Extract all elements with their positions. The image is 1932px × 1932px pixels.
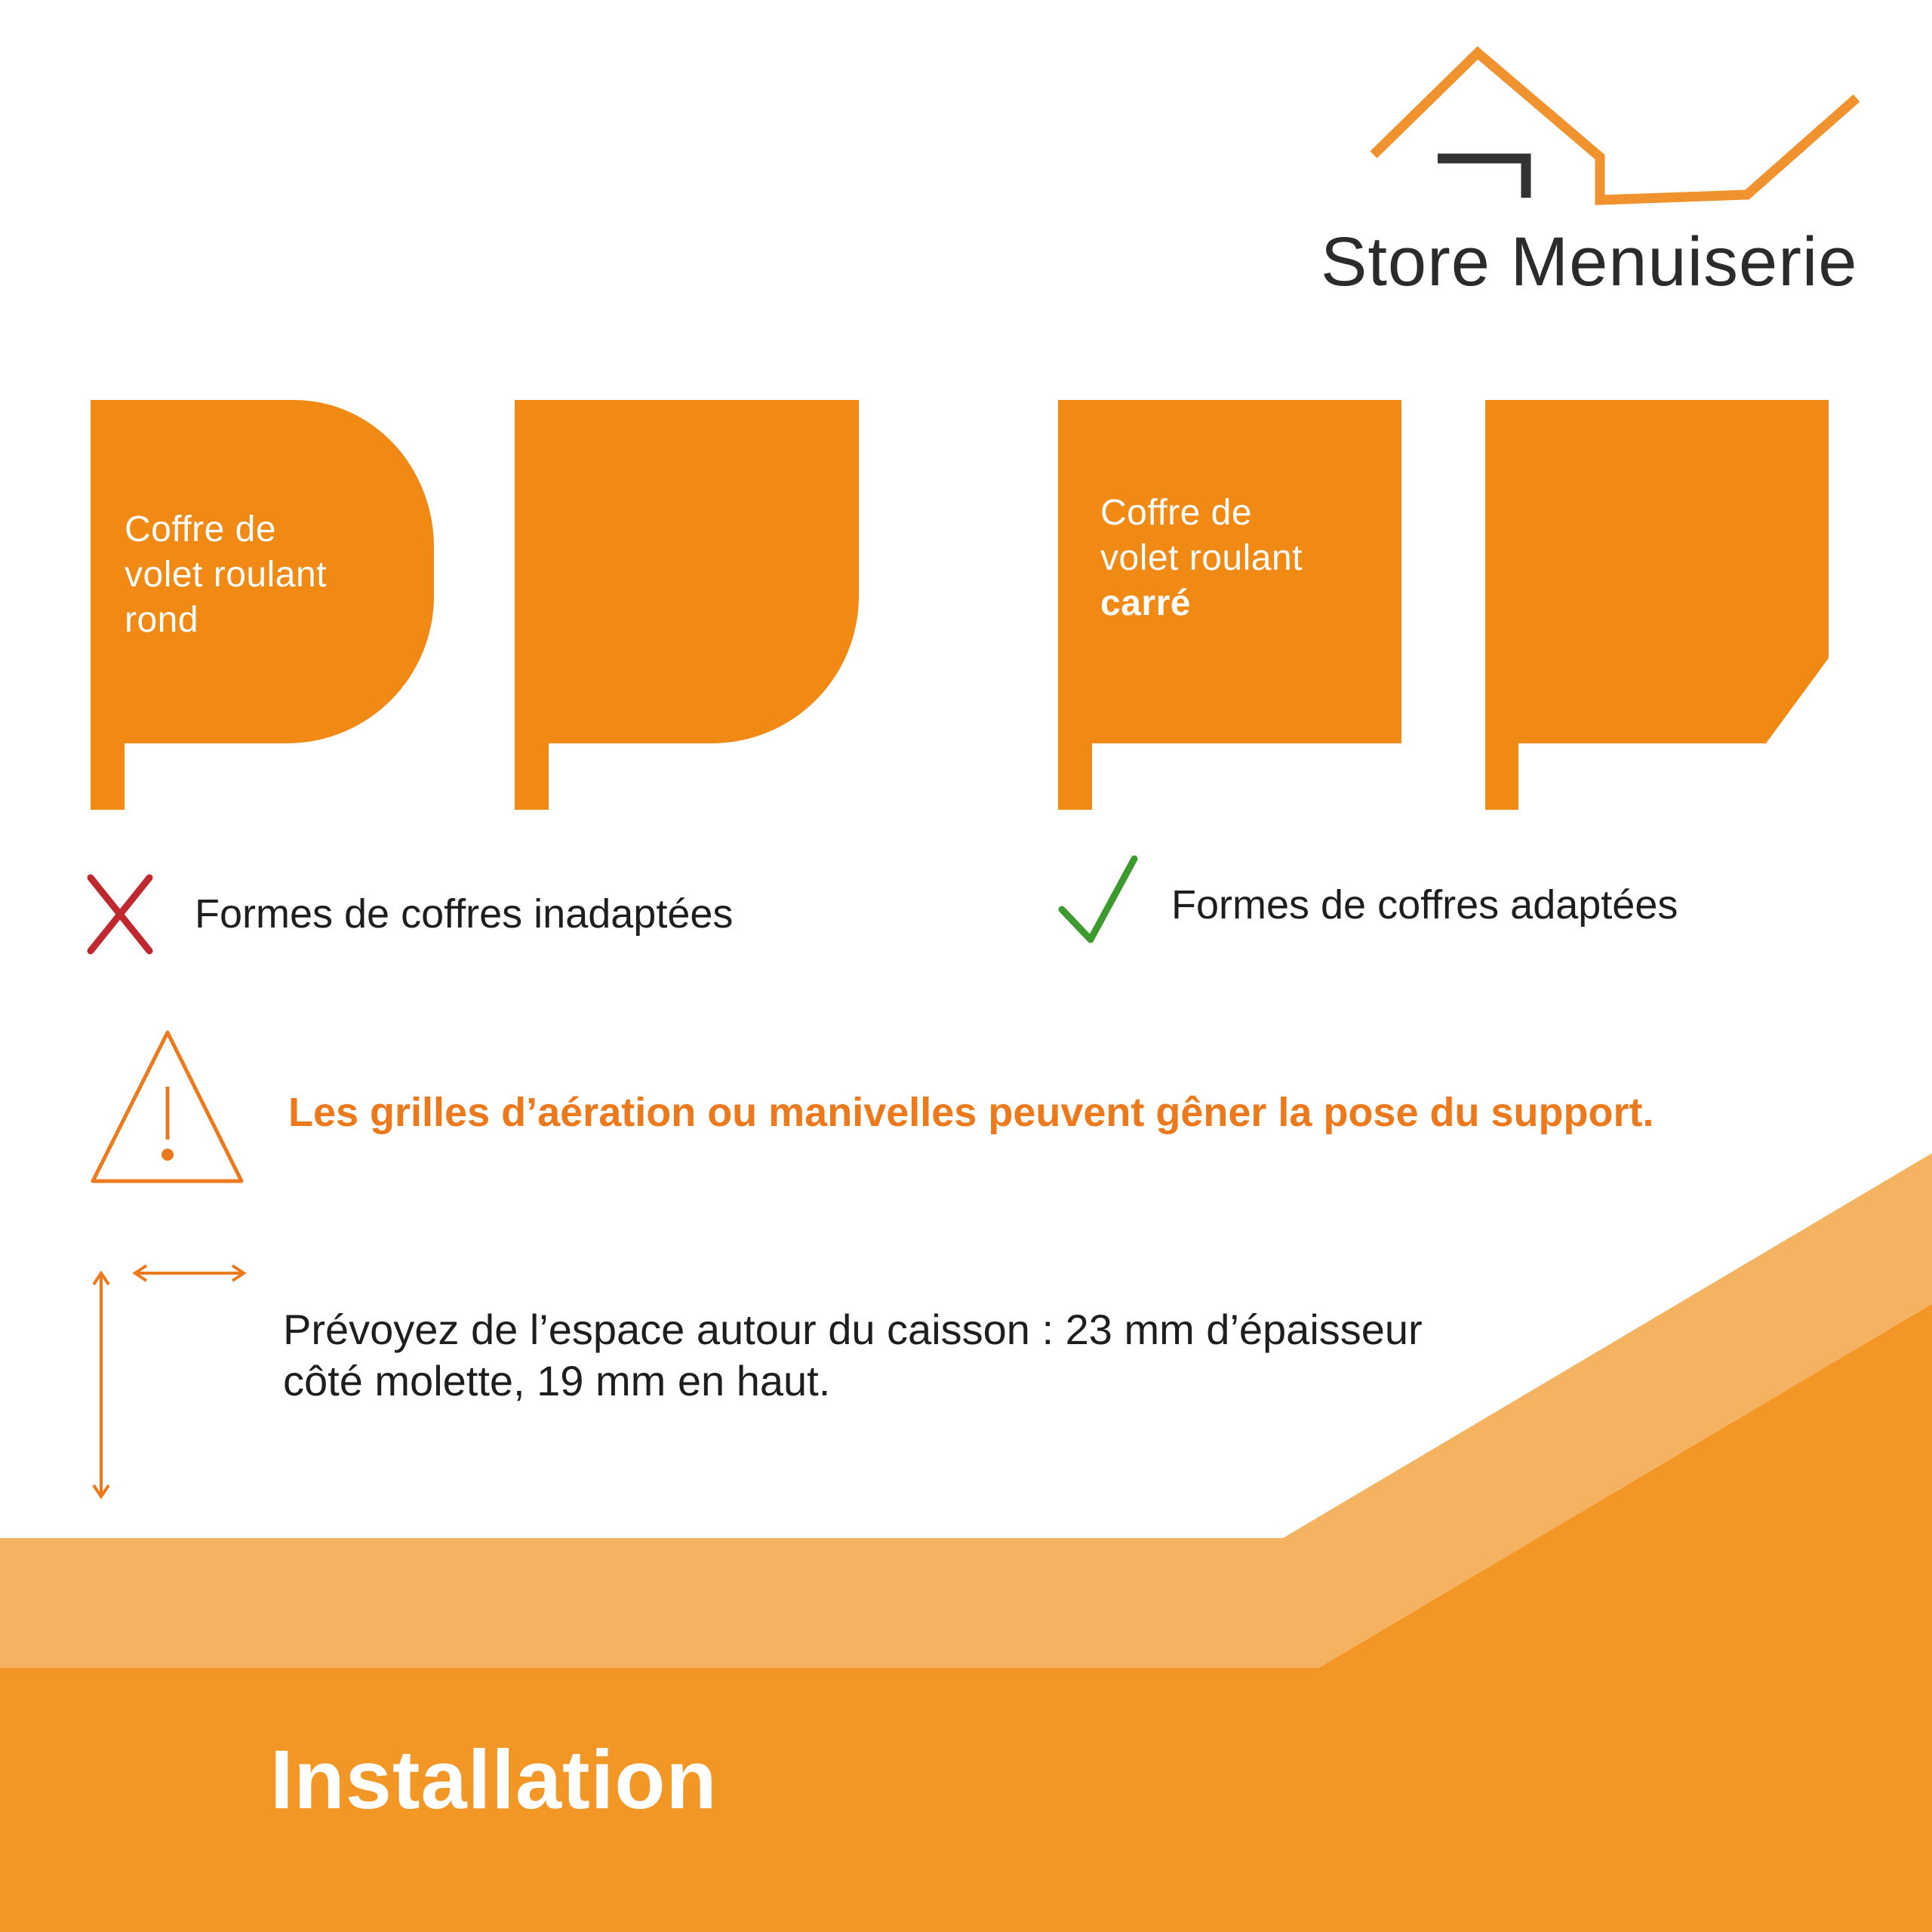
bad-shapes-text: Formes de coffres inadaptées [195, 891, 734, 937]
square-coffre-label: Coffre de volet roulant carré [1100, 493, 1303, 623]
check-icon [1058, 855, 1138, 943]
cross-icon [87, 874, 153, 955]
chamfered-coffre-shape [1485, 400, 1829, 810]
warning-triangle-icon [91, 1030, 244, 1183]
dimension-arrows-icon [92, 1264, 247, 1500]
footer-band-dark [0, 1304, 1932, 1932]
spacing-text: Prévoyez de l’espace autour du caisson :… [283, 1306, 1423, 1404]
warning-text: Les grilles d’aération ou manivelles peu… [288, 1090, 1654, 1135]
round-coffre-shape-variant [515, 400, 859, 810]
house-logo-icon [1370, 46, 1860, 205]
coffre-shapes [91, 400, 1829, 810]
good-shapes-text: Formes de coffres adaptées [1171, 882, 1678, 928]
section-title: Installation [270, 1734, 718, 1826]
brand-name: Store Menuiserie [1321, 223, 1858, 300]
round-coffre-label: Coffre de volet roulant rond [125, 509, 327, 640]
square-coffre-shape [1058, 400, 1401, 810]
round-coffre-shape [91, 400, 434, 810]
